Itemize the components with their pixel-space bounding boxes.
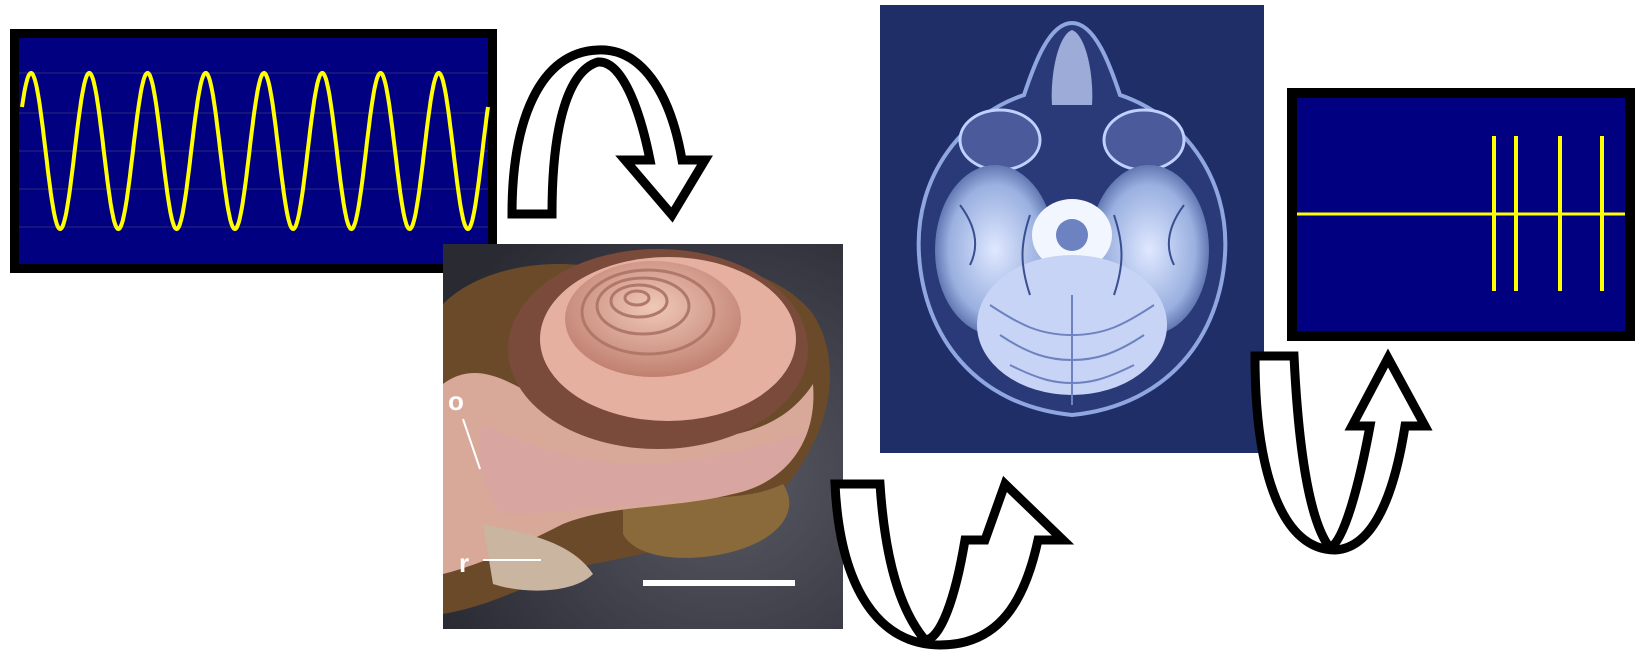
arrow-waveform-to-cochlea: [512, 50, 705, 215]
arrow-cochlea-to-mri: [835, 484, 1063, 645]
arrow-mri-to-spikes: [1255, 356, 1425, 550]
